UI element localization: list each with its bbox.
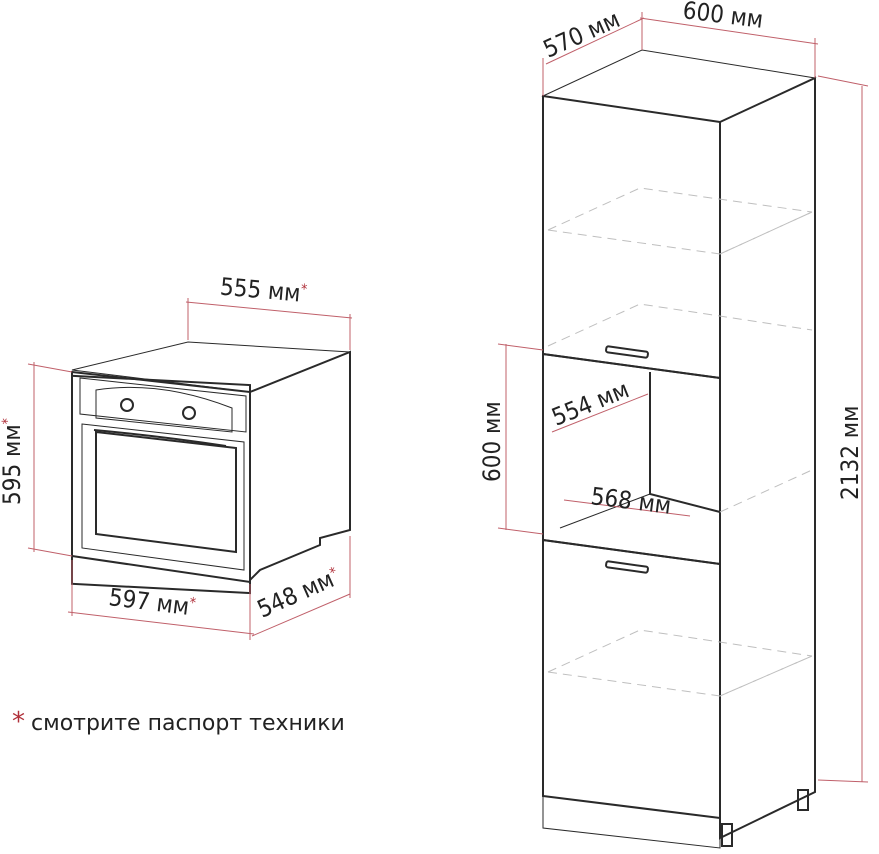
oven-height-label: 595 мм*	[0, 418, 26, 505]
tall-cabinet-drawing	[541, 49, 817, 849]
cabinet-width-label: 600 мм	[681, 0, 764, 34]
cabinet-dimension-lines	[497, 12, 869, 783]
oven-dimension-lines	[27, 298, 353, 640]
knob-left-icon	[120, 398, 134, 412]
footnote-star: *	[12, 707, 25, 737]
niche-depth-label: 554 мм	[548, 375, 633, 431]
niche-width-label: 568 мм	[589, 482, 672, 520]
oven-depth-label: 548 мм*	[253, 563, 344, 624]
oven-drawing	[71, 341, 351, 595]
footnote-text: смотрите паспорт техники	[31, 711, 345, 736]
footnote: *смотрите паспорт техники	[12, 707, 345, 737]
cabinet-depth-label: 570 мм	[539, 5, 624, 63]
oven-width-label: 555 мм*	[219, 273, 308, 308]
niche-height-label: 600 мм	[478, 401, 506, 482]
knob-right-icon	[182, 406, 196, 420]
cabinet-height-label: 2132 мм	[836, 406, 864, 500]
